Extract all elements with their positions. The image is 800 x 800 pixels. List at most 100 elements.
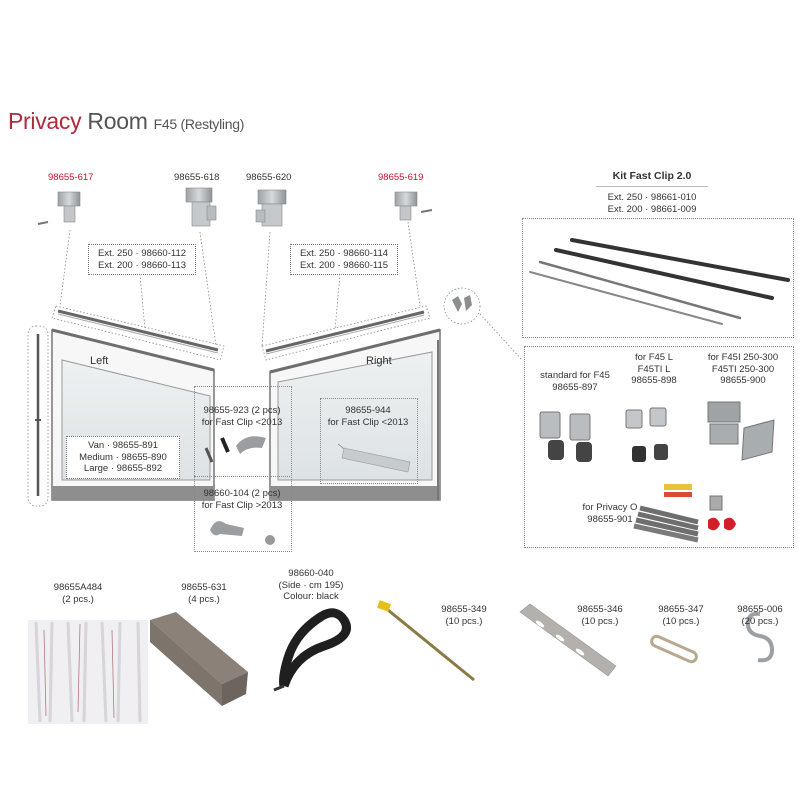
title-brand: Privacy — [8, 108, 82, 134]
room-left-label: Left — [90, 355, 109, 367]
part-040-line3: Colour: black — [283, 591, 339, 602]
ext-right-line2: Ext. 200 · 98660-115 — [299, 259, 389, 271]
bracket-900-drawing — [707, 401, 775, 461]
part-label-a484: 98655A484 (2 pcs.) — [38, 582, 118, 605]
ext-left-line2: Ext. 200 · 98660-113 — [97, 259, 187, 271]
awning-rail-right — [261, 305, 431, 361]
size-van: Van · 98655-891 — [87, 440, 159, 451]
ext-right-line1: Ext. 250 · 98660-114 — [299, 248, 389, 259]
part-631-line2: (4 pcs.) — [188, 593, 220, 605]
privacy-o-label: for Privacy O 98655-901 — [570, 502, 650, 525]
clip-923-label: 98655-923 (2 pcs) for Fast Clip <2013 — [194, 405, 290, 428]
kit-rails — [529, 238, 790, 325]
bracket-898-label: for F45 L F45TI L 98655-898 — [614, 352, 694, 387]
bracket-898-drawing — [625, 407, 668, 462]
bracket-897-drawing — [539, 411, 592, 462]
awning-rail-left — [51, 305, 225, 361]
part-349-line1: 98655-349 — [441, 604, 487, 615]
clip-104-line1: 98660-104 (2 pcs) — [203, 488, 281, 499]
connector-619-drawing — [394, 191, 433, 221]
bracket-900-line1: for F45I 250-300 — [707, 352, 779, 363]
privacy-o-kit-drawing — [633, 484, 736, 543]
clip-104-drawing — [210, 521, 275, 545]
part-label-040: 98660-040 (Side · cm 195) Colour: black — [266, 568, 356, 603]
clip-circle — [443, 287, 481, 325]
kit-title-rule — [596, 186, 708, 187]
bracket-898-line2: F45TI L — [637, 363, 671, 375]
title-model: F45 (Restyling) — [153, 116, 245, 132]
clip-944-line2: for Fast Clip <2013 — [327, 416, 409, 428]
peg-349-drawing — [376, 600, 475, 682]
part-label-631: 98655-631 (4 pcs.) — [164, 582, 244, 605]
clip-panel-right — [320, 398, 418, 484]
clip-944-label: 98655-944 for Fast Clip <2013 — [320, 405, 416, 428]
zipper-drawing — [273, 608, 351, 692]
privacy-o-line1: for Privacy O — [582, 502, 638, 513]
brackets-panel — [524, 346, 794, 548]
part-a484-line1: 98655A484 — [53, 582, 103, 593]
page-title: Privacy Room F45 (Restyling) — [8, 108, 244, 135]
bracket-900-line2: F45TI 250-300 — [711, 363, 775, 375]
part-a484-line2: (2 pcs.) — [62, 593, 94, 605]
part-347-line2: (10 pcs.) — [662, 615, 700, 627]
part-040-line1: 98660-040 — [288, 568, 334, 579]
room-right-label: Right — [366, 355, 392, 367]
connector-620-drawing — [255, 189, 287, 227]
curtain-drawing — [28, 620, 148, 724]
bracket-900-line3: 98655-900 — [720, 375, 766, 386]
clip-923-line1: 98655-923 (2 pcs) — [203, 405, 281, 416]
clip-923-line2: for Fast Clip <2013 — [201, 416, 283, 428]
part-label-346: 98655-346 (10 pcs.) — [562, 604, 638, 627]
kit-codes: Ext. 250 · 98661-010 Ext. 200 · 98661-00… — [590, 192, 714, 215]
clip-944-line1: 98655-944 — [345, 405, 391, 416]
part-code-620: 98655-620 — [246, 172, 292, 183]
title-product: Room — [87, 108, 148, 134]
connector-617-drawing — [37, 191, 81, 225]
bracket-900-label: for F45I 250-300 F45TI 250-300 98655-900 — [696, 352, 790, 387]
clip-panel-divider — [194, 476, 290, 478]
part-631-line1: 98655-631 — [181, 582, 227, 593]
clip-104-label: 98660-104 (2 pcs) for Fast Clip >2013 — [194, 488, 290, 511]
clip-923-drawing — [204, 436, 266, 463]
strap-346-drawing — [519, 603, 617, 677]
part-label-006: 98655-006 (20 pcs.) — [724, 604, 796, 627]
pole-left — [27, 325, 49, 507]
part-code-618: 98655-618 — [174, 172, 220, 183]
clip-944-drawing — [337, 443, 411, 473]
bracket-897-line1: standard for F45 — [540, 370, 610, 381]
ext-box-right: Ext. 250 · 98660-114 Ext. 200 · 98660-11… — [290, 244, 398, 275]
part-346-line2: (10 pcs.) — [581, 615, 619, 627]
connector-618-drawing — [185, 187, 217, 227]
leader-lines — [59, 221, 523, 387]
part-347-line1: 98655-347 — [658, 604, 704, 615]
part-040-line2: (Side · cm 195) — [278, 579, 344, 591]
kit-line2: Ext. 200 · 98661-009 — [607, 203, 697, 215]
clip-panel-center — [194, 386, 292, 552]
sizes-box: Van · 98655-891 Medium · 98655-890 Large… — [66, 436, 180, 479]
kit-line1: Ext. 250 · 98661-010 — [607, 192, 697, 203]
bracket-898-line1: for F45 L — [634, 352, 674, 363]
part-006-line2: (20 pcs.) — [741, 615, 779, 627]
part-code-617: 98655-617 — [48, 172, 94, 183]
ring-347-drawing — [650, 634, 698, 664]
part-349-line2: (10 pcs.) — [445, 615, 483, 627]
ext-left-line1: Ext. 250 · 98660-112 — [97, 248, 187, 259]
part-label-349: 98655-349 (10 pcs.) — [426, 604, 502, 627]
clip-104-line2: for Fast Clip >2013 — [201, 499, 283, 511]
kit-panel — [522, 218, 794, 338]
bar-631-drawing — [150, 612, 248, 706]
bracket-897-line2: 98655-897 — [552, 381, 598, 393]
part-code-619: 98655-619 — [378, 172, 424, 183]
privacy-o-line2: 98655-901 — [587, 513, 633, 525]
bracket-897-label: standard for F45 98655-897 — [534, 370, 616, 393]
kit-title: Kit Fast Clip 2.0 — [612, 170, 692, 182]
hook-006-drawing — [745, 611, 775, 663]
ext-box-left: Ext. 250 · 98660-112 Ext. 200 · 98660-11… — [88, 244, 196, 275]
part-346-line1: 98655-346 — [577, 604, 623, 615]
part-006-line1: 98655-006 — [737, 604, 783, 615]
part-label-347: 98655-347 (10 pcs.) — [648, 604, 714, 627]
bracket-898-line3: 98655-898 — [631, 375, 677, 386]
size-medium: Medium · 98655-890 — [79, 451, 167, 463]
